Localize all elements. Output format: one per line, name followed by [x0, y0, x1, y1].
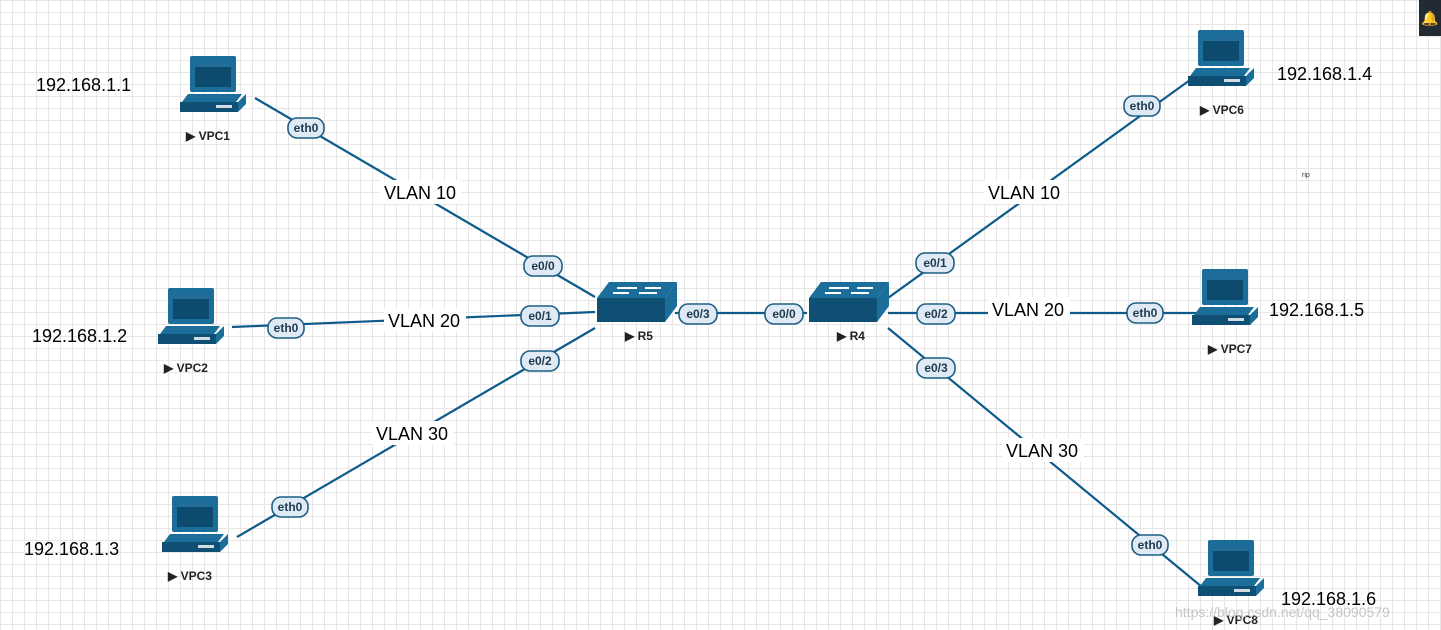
svg-text:▶ VPC7: ▶ VPC7	[1207, 342, 1252, 356]
svg-text:e0/3: e0/3	[924, 361, 948, 375]
play-icon: ▶	[1213, 613, 1227, 627]
bell-icon[interactable]: 🔔	[1419, 0, 1441, 36]
port-r5-e0-1[interactable]: e0/1	[520, 305, 560, 327]
svg-text:e0/3: e0/3	[686, 307, 710, 321]
svg-text:e0/1: e0/1	[528, 309, 552, 323]
vlan-label-vpc2: VLAN 20	[388, 311, 460, 331]
svg-text:e0/1: e0/1	[923, 256, 947, 270]
ip-label-vpc1: 192.168.1.1	[36, 75, 131, 95]
pc-vpc3[interactable]: ▶ VPC3	[162, 496, 228, 583]
port-r4-e0-2[interactable]: e0/2	[916, 303, 956, 325]
port-r5-e0-2[interactable]: e0/2	[520, 350, 560, 372]
svg-text:▶ VPC8: ▶ VPC8	[1213, 613, 1258, 627]
pc-icon	[1188, 30, 1254, 86]
vlan-label-vpc7: VLAN 20	[992, 300, 1064, 320]
port-vpc1-eth0[interactable]: eth0	[287, 117, 325, 139]
svg-text:e0/0: e0/0	[531, 259, 555, 273]
svg-text:▶ VPC6: ▶ VPC6	[1199, 103, 1244, 117]
svg-text:eth0: eth0	[1138, 538, 1163, 552]
svg-text:▶ R4: ▶ R4	[836, 329, 865, 343]
svg-text:eth0: eth0	[1130, 99, 1155, 113]
pc-icon	[1198, 540, 1264, 596]
play-icon: ▶	[1207, 342, 1221, 356]
switch-icon	[596, 281, 678, 323]
switch-r5[interactable]: ▶ R5	[596, 281, 678, 343]
play-icon: ▶	[167, 569, 181, 583]
switch-icon	[808, 281, 890, 323]
watermark: https://blog.csdn.net/qq_38090579	[1175, 604, 1390, 620]
play-icon: ▶	[836, 329, 850, 343]
svg-text:e0/0: e0/0	[772, 307, 796, 321]
port-labels: eth0 e0/0 eth0 e0/1 eth0 e0/2 e0/3 e0/0	[267, 95, 1169, 556]
ip-label-vpc8: 192.168.1.6	[1281, 589, 1376, 609]
port-vpc6-eth0[interactable]: eth0	[1123, 95, 1161, 117]
port-r4-e0-1[interactable]: e0/1	[915, 252, 955, 274]
pc-icon	[162, 496, 228, 552]
vlan-label-vpc8: VLAN 30	[1006, 441, 1078, 461]
pc-vpc8[interactable]: ▶ VPC8	[1198, 540, 1264, 627]
tiny-text: rip	[1302, 172, 1310, 179]
port-vpc8-eth0[interactable]: eth0	[1131, 534, 1169, 556]
pc-vpc1[interactable]: ▶ VPC1	[180, 56, 246, 143]
ip-label-vpc7: 192.168.1.5	[1269, 300, 1364, 320]
pc-vpc7[interactable]: ▶ VPC7	[1192, 269, 1258, 356]
ip-label-vpc2: 192.168.1.2	[32, 326, 127, 346]
svg-text:▶ R5: ▶ R5	[624, 329, 653, 343]
play-icon: ▶	[1199, 103, 1213, 117]
svg-text:▶ VPC1: ▶ VPC1	[185, 129, 230, 143]
switch-r4[interactable]: ▶ R4	[808, 281, 890, 343]
pc-vpc2[interactable]: ▶ VPC2	[158, 288, 224, 375]
svg-text:e0/2: e0/2	[528, 354, 552, 368]
svg-text:eth0: eth0	[278, 500, 303, 514]
pc-icon	[1192, 269, 1258, 325]
vlan-labels: VLAN 10 VLAN 20 VLAN 30 VLAN 10 VLAN 20 …	[372, 180, 1084, 462]
svg-text:eth0: eth0	[274, 321, 299, 335]
port-r4-e0-0[interactable]: e0/0	[764, 303, 804, 325]
play-icon: ▶	[624, 329, 638, 343]
port-r4-e0-3[interactable]: e0/3	[916, 357, 956, 379]
port-r5-e0-3[interactable]: e0/3	[678, 303, 718, 325]
play-icon: ▶	[163, 361, 177, 375]
port-vpc2-eth0[interactable]: eth0	[267, 317, 305, 339]
vlan-label-vpc3: VLAN 30	[376, 424, 448, 444]
svg-text:e0/2: e0/2	[924, 307, 948, 321]
pc-icon	[158, 288, 224, 344]
port-vpc7-eth0[interactable]: eth0	[1126, 302, 1164, 324]
port-r5-e0-0[interactable]: e0/0	[523, 255, 563, 277]
vlan-label-vpc6: VLAN 10	[988, 183, 1060, 203]
svg-text:eth0: eth0	[1133, 306, 1158, 320]
pc-icon	[180, 56, 246, 112]
vlan-label-vpc1: VLAN 10	[384, 183, 456, 203]
svg-text:▶ VPC3: ▶ VPC3	[167, 569, 212, 583]
ip-label-vpc3: 192.168.1.3	[24, 539, 119, 559]
svg-text:▶ VPC2: ▶ VPC2	[163, 361, 208, 375]
svg-text:eth0: eth0	[294, 121, 319, 135]
ip-label-vpc6: 192.168.1.4	[1277, 64, 1372, 84]
port-vpc3-eth0[interactable]: eth0	[271, 496, 309, 518]
pc-vpc6[interactable]: ▶ VPC6	[1188, 30, 1254, 117]
links	[231, 79, 1203, 588]
play-icon: ▶	[185, 129, 199, 143]
